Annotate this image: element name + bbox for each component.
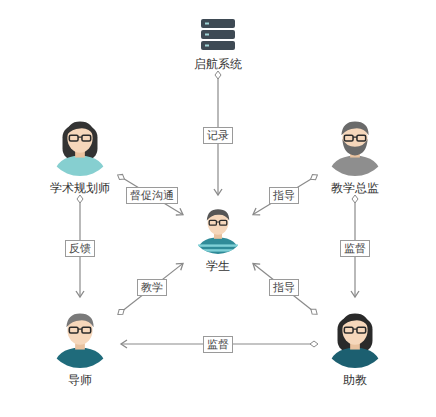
edge-label: 督促沟通 <box>126 187 178 204</box>
person-avatar <box>46 108 114 176</box>
person-avatar <box>321 300 389 368</box>
connector-arrow <box>121 177 183 215</box>
node-label: 教学总监 <box>331 180 379 196</box>
connector-arrow <box>253 177 314 214</box>
person-avatar <box>46 300 114 368</box>
edge-label: 教学 <box>137 279 167 296</box>
server-icon <box>200 18 236 52</box>
node-label: 导师 <box>68 372 92 388</box>
edge-label: 监督 <box>203 336 233 353</box>
edge-label: 监督 <box>340 240 370 257</box>
person-avatar <box>321 108 389 176</box>
node-label: 学术规划师 <box>50 180 110 196</box>
edge-label: 指导 <box>269 187 299 204</box>
node-label: 助教 <box>343 372 367 388</box>
edge-label: 反馈 <box>65 240 95 257</box>
person-node: 学术规划师 <box>42 108 118 196</box>
node-label: 学生 <box>206 258 230 274</box>
person-node: 助教 <box>317 300 393 388</box>
connector-arrow <box>121 263 183 312</box>
person-node: 教学总监 <box>317 108 393 196</box>
edge-label: 记录 <box>203 127 233 144</box>
edge-label: 指导 <box>269 279 299 296</box>
connector-arrow <box>253 264 314 312</box>
person-avatar <box>190 198 246 254</box>
node-label: 启航系统 <box>194 56 242 72</box>
person-node: 学生 <box>186 198 250 274</box>
system-node: 启航系统 <box>188 18 248 72</box>
person-node: 导师 <box>42 300 118 388</box>
